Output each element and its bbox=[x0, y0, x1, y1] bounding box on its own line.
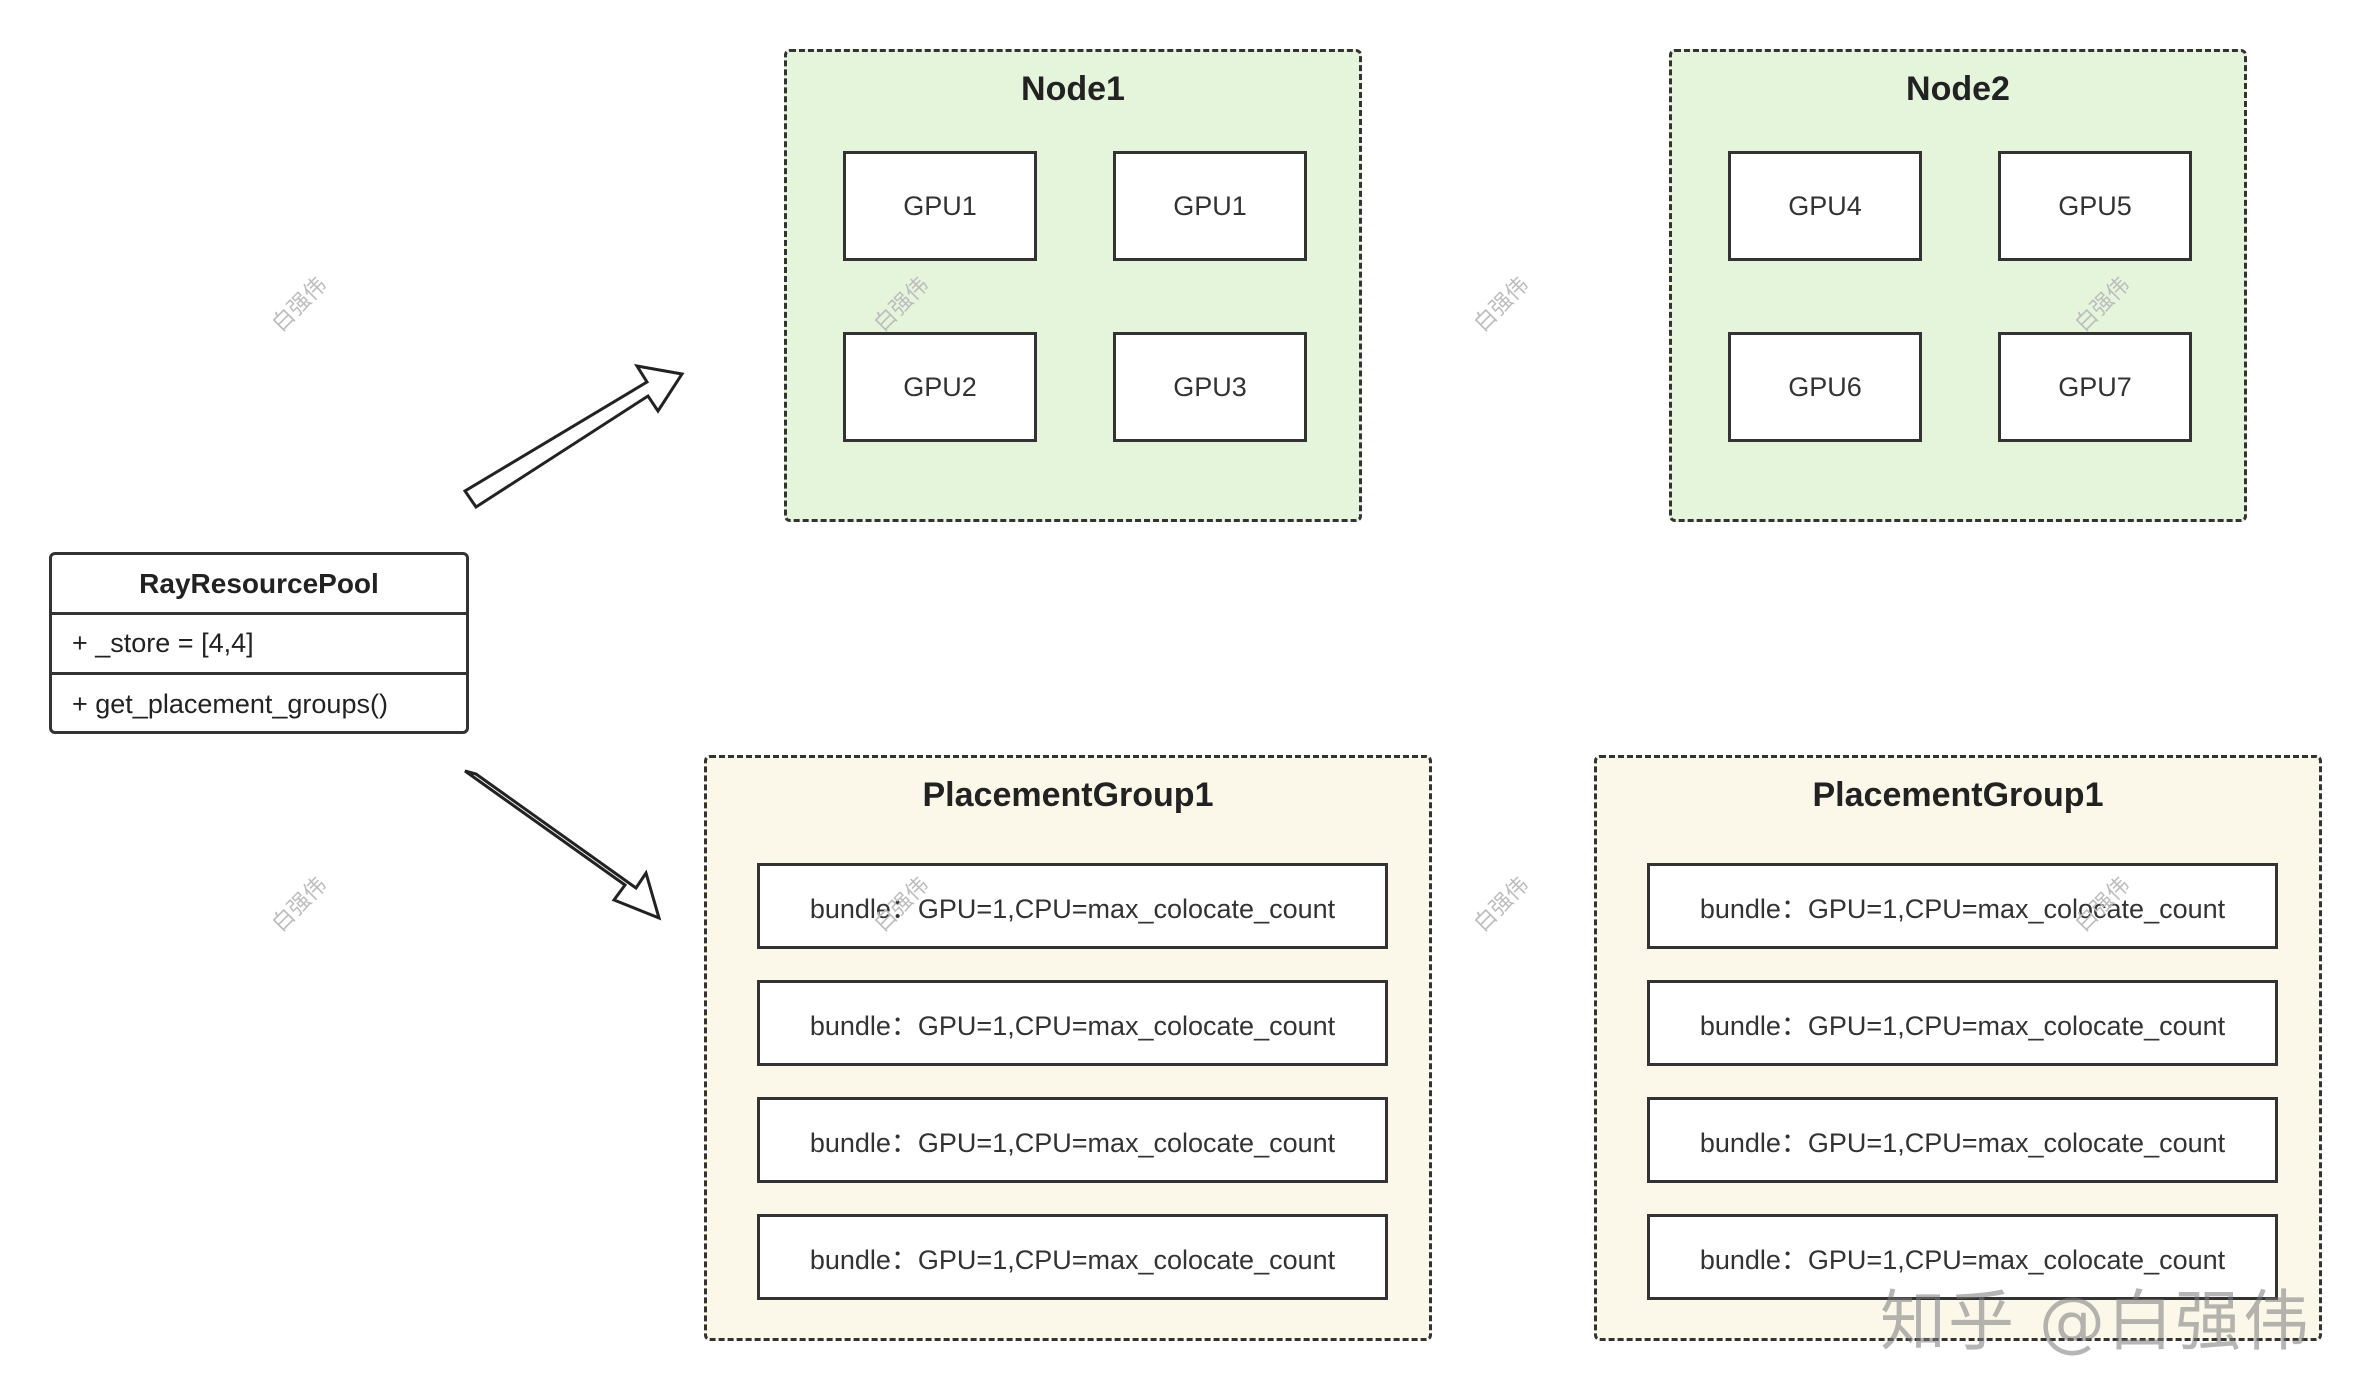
bundle-box: bundle：GPU=1,CPU=max_colocate_count bbox=[1647, 1214, 2278, 1300]
node2-container: Node2 bbox=[1669, 49, 2247, 522]
node1-container: Node1 bbox=[784, 49, 1362, 522]
arrow-to-node1 bbox=[462, 363, 685, 510]
arrow-to-placement-group bbox=[464, 769, 662, 921]
class-attribute: + _store = [4,4] bbox=[52, 615, 466, 675]
class-name: RayResourcePool bbox=[52, 555, 466, 615]
gpu-box: GPU7 bbox=[1998, 332, 2192, 442]
gpu-box: GPU4 bbox=[1728, 151, 1922, 261]
gpu-box: GPU1 bbox=[1113, 151, 1307, 261]
gpu-box: GPU3 bbox=[1113, 332, 1307, 442]
brand-watermark: 知乎 @白强伟 bbox=[1880, 1283, 2311, 1360]
placement-group-title: PlacementGroup1 bbox=[1812, 776, 2104, 814]
bundle-box: bundle：GPU=1,CPU=max_colocate_count bbox=[757, 863, 1388, 949]
bundle-box: bundle：GPU=1,CPU=max_colocate_count bbox=[757, 1097, 1388, 1183]
bundle-box: bundle：GPU=1,CPU=max_colocate_count bbox=[757, 980, 1388, 1066]
placement-group-title: PlacementGroup1 bbox=[922, 776, 1214, 814]
class-method: + get_placement_groups() bbox=[72, 688, 388, 719]
gpu-box: GPU2 bbox=[843, 332, 1037, 442]
gpu-box: GPU5 bbox=[1998, 151, 2192, 261]
gpu-box: GPU1 bbox=[843, 151, 1037, 261]
bundle-box: bundle：GPU=1,CPU=max_colocate_count bbox=[1647, 863, 2278, 949]
node-title: Node2 bbox=[1906, 70, 2010, 108]
node-title: Node1 bbox=[1021, 70, 1125, 108]
ray-resource-pool-class: RayResourcePool + _store = [4,4] + get_p… bbox=[49, 552, 469, 734]
bundle-box: bundle：GPU=1,CPU=max_colocate_count bbox=[1647, 980, 2278, 1066]
bundle-box: bundle：GPU=1,CPU=max_colocate_count bbox=[757, 1214, 1388, 1300]
gpu-box: GPU6 bbox=[1728, 332, 1922, 442]
bundle-box: bundle：GPU=1,CPU=max_colocate_count bbox=[1647, 1097, 2278, 1183]
